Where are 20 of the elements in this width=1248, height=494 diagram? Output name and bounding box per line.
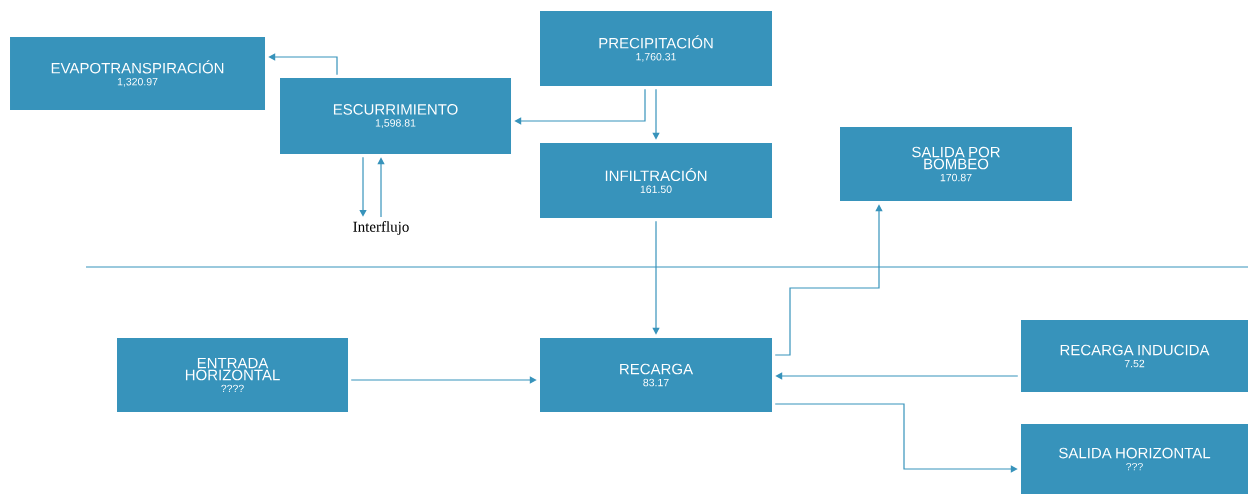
arrow: [652, 88, 660, 140]
flow-label: Interflujo: [353, 221, 409, 235]
process-box: INFILTRACIÓN 161.50: [540, 143, 772, 218]
arrow: [774, 403, 1018, 473]
process-box: PRECIPITACIÓN 1,760.31: [540, 11, 772, 86]
process-box: SALIDA HORIZONTAL ???: [1021, 424, 1248, 494]
process-box: RECARGA 83.17: [540, 338, 772, 412]
arrow: [775, 372, 1019, 380]
process-box: SALIDA POR BOMBEO 170.87: [840, 127, 1072, 201]
arrow: [377, 157, 385, 218]
arrow: [514, 88, 646, 125]
arrow: [268, 53, 338, 76]
process-box: EVAPOTRANSPIRACIÓN 1,320.97: [10, 37, 265, 110]
arrow: [774, 204, 883, 356]
arrow: [350, 376, 537, 384]
process-box: ESCURRIMIENTO 1,598.81: [280, 78, 511, 154]
arrow: [359, 156, 367, 217]
arrow: [652, 220, 660, 335]
process-box: RECARGA INDUCIDA 7.52: [1021, 320, 1248, 392]
process-box: ENTRADA HORIZONTAL ????: [117, 338, 348, 412]
